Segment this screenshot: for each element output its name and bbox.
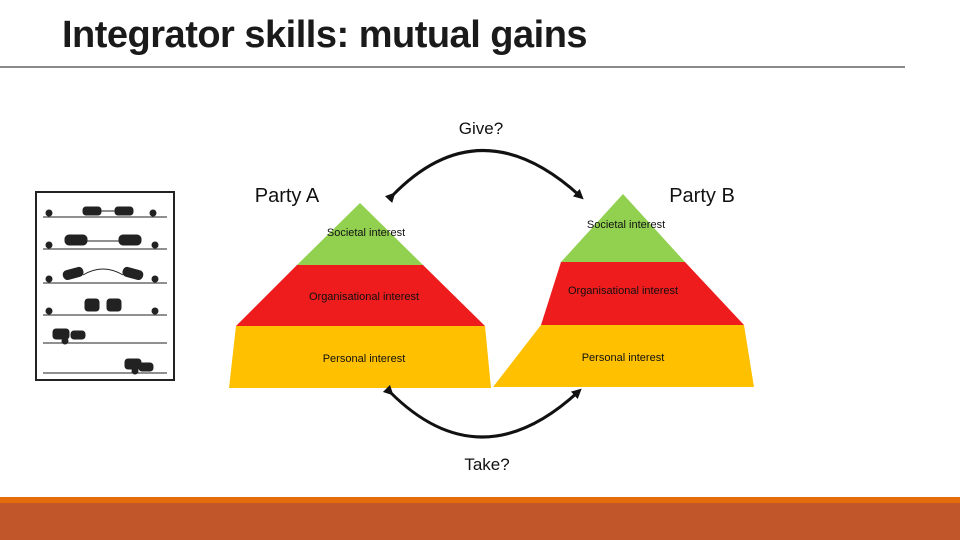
pyramid-b-personal-tier [493,325,754,387]
cartoon-panel-6 [43,358,167,375]
cartoon-panel-5 [43,328,167,345]
cartoon-panel-3 [43,266,167,284]
pyramid-b-organisational-tier [541,262,744,325]
pyramid-party-a [229,203,491,388]
give-arrow [384,149,584,204]
party-b-organisational-label: Organisational interest [568,285,678,297]
pyramid-a-societal-tier [297,203,423,265]
party-a-personal-label: Personal interest [323,353,406,365]
pyramid-party-b [493,194,754,387]
cartoon-panel-1 [43,206,167,218]
pyramid-a-organisational-tier [236,265,485,326]
pyramid-b-societal-tier [561,194,685,262]
party-a-organisational-label: Organisational interest [309,291,419,303]
take-label: Take? [464,455,509,474]
footer-bar [0,503,960,540]
cartoon-panel-4 [43,298,167,316]
party-b-personal-label: Personal interest [582,352,665,364]
page-title: Integrator skills: mutual gains [62,14,588,56]
pyramid-a-personal-tier [229,326,491,388]
footer-accent-bar [0,497,960,503]
party-b-societal-label: Societal interest [587,219,665,231]
party-b-label: Party B [669,185,735,207]
cartoon-panel-2 [43,234,167,250]
give-label: Give? [459,119,503,138]
party-a-label: Party A [255,185,320,207]
title-divider [0,66,905,68]
donkeys-cooperation-cartoon [35,191,175,381]
take-arrow [382,384,582,439]
party-a-societal-label: Societal interest [327,227,405,239]
